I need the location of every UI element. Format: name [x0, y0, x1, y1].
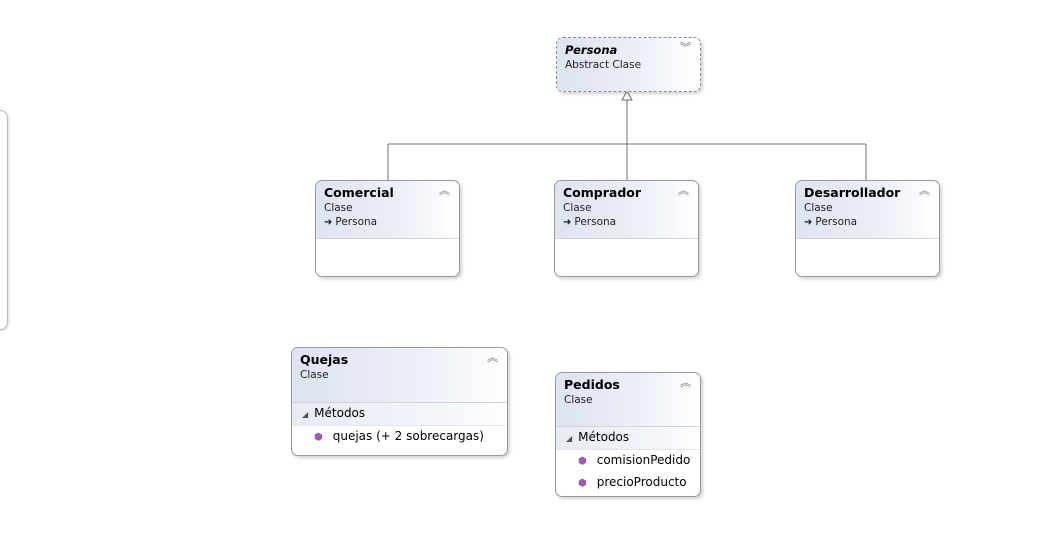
method-name: precioProducto [596, 475, 687, 489]
class-quejas-header: Quejas Clase ︽ [292, 348, 507, 403]
class-quejas[interactable]: Quejas Clase ︽ ◢ Métodos ⬢ quejas (+ 2 sob… [291, 347, 508, 456]
class-name: Quejas [300, 352, 349, 367]
chevron-double-up-icon[interactable]: ︽ [680, 376, 691, 389]
class-kind: Clase [804, 202, 833, 214]
class-kind: Abstract Clase [565, 59, 642, 71]
section-label: Métodos [578, 430, 630, 444]
expand-triangle-icon[interactable]: ◢ [566, 434, 573, 443]
chevron-double-down-icon[interactable]: ︾ [680, 41, 691, 54]
class-comprador[interactable]: Comprador Clase ➜Persona ︽ [554, 180, 699, 277]
inherits-arrow-icon: ➜ [324, 217, 333, 228]
class-name: Desarrollador [804, 185, 901, 200]
method-item[interactable]: ⬢ quejas (+ 2 sobrecargas) [292, 426, 507, 448]
method-icon: ⬢ [578, 456, 587, 467]
method-name: comisionPedido [596, 453, 691, 467]
class-desarrollador-header: Desarrollador Clase ➜Persona ︽ [796, 181, 939, 239]
methods-section-header[interactable]: ◢ Métodos [556, 427, 700, 450]
base-class-name: Persona [335, 216, 378, 228]
class-name: Pedidos [564, 377, 620, 392]
class-desarrollador[interactable]: Desarrollador Clase ➜Persona ︽ [795, 180, 940, 277]
inheritance-label: ➜Persona [324, 215, 451, 230]
class-name: Persona [565, 43, 618, 57]
class-comercial-header: Comercial Clase ➜Persona ︽ [316, 181, 459, 239]
class-comercial[interactable]: Comercial Clase ➜Persona ︽ [315, 180, 460, 277]
class-persona[interactable]: Persona Abstract Clase ︾ [556, 37, 701, 92]
class-name: Comercial [324, 185, 394, 200]
chevron-double-up-icon[interactable]: ︽ [678, 184, 689, 197]
inherits-arrow-icon: ➜ [563, 217, 572, 228]
chevron-double-up-icon[interactable]: ︽ [919, 184, 930, 197]
method-name: quejas (+ 2 sobrecargas) [332, 429, 484, 443]
clipped-shape[interactable] [0, 110, 8, 330]
base-class-name: Persona [815, 216, 858, 228]
inheritance-arrowhead [621, 89, 633, 101]
class-kind: Clase [300, 369, 329, 381]
class-kind: Clase [324, 202, 353, 214]
chevron-double-up-icon[interactable]: ︽ [439, 184, 450, 197]
chevron-double-up-icon[interactable]: ︽ [487, 351, 498, 364]
class-kind: Clase [563, 202, 592, 214]
class-persona-header: Persona Abstract Clase ︾ [557, 38, 700, 91]
method-icon: ⬢ [578, 478, 587, 489]
class-name: Comprador [563, 185, 642, 200]
class-pedidos[interactable]: Pedidos Clase ︽ ◢ Métodos ⬢ comisionPedido… [555, 372, 701, 497]
inheritance-label: ➜Persona [563, 215, 690, 230]
class-pedidos-header: Pedidos Clase ︽ [556, 373, 700, 427]
method-item[interactable]: ⬢ precioProducto [556, 472, 700, 494]
method-item[interactable]: ⬢ comisionPedido [556, 450, 700, 472]
inheritance-label: ➜Persona [804, 215, 931, 230]
class-kind: Clase [564, 394, 593, 406]
inherits-arrow-icon: ➜ [804, 217, 813, 228]
expand-triangle-icon[interactable]: ◢ [302, 410, 309, 419]
section-label: Métodos [314, 406, 366, 420]
class-comprador-header: Comprador Clase ➜Persona ︽ [555, 181, 698, 239]
methods-section-header[interactable]: ◢ Métodos [292, 403, 507, 426]
method-icon: ⬢ [314, 432, 323, 443]
base-class-name: Persona [574, 216, 617, 228]
